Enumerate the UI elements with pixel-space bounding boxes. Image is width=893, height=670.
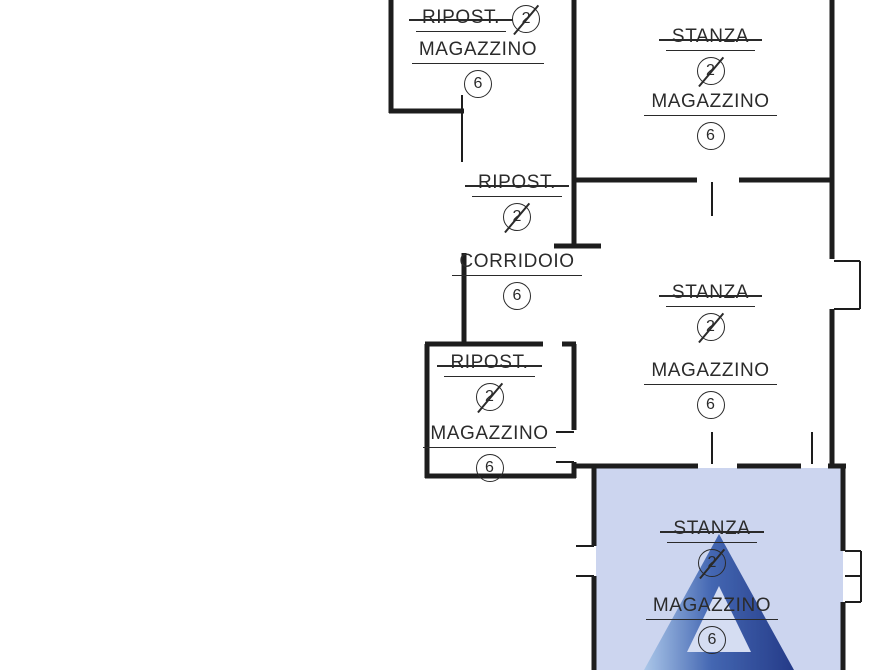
badge-number: 2 — [485, 388, 494, 405]
number-badge: 6 — [503, 282, 531, 310]
number-badge: 6 — [696, 122, 725, 150]
badge-number: 2 — [706, 318, 715, 335]
crossed-number-badge: 2 — [696, 57, 725, 85]
room-new-name: MAGAZZINO — [644, 360, 777, 385]
room-old-name: RIPOST. — [408, 7, 514, 32]
number-badge: 6 — [464, 70, 492, 98]
room-label-lower-left: RIPOST. 2 MAGAZZINO 6 — [412, 352, 567, 482]
room-old-name: STANZA — [660, 518, 764, 543]
walls-layer — [388, 0, 846, 670]
number-badge: 6 — [475, 454, 504, 482]
room-name-row: RIPOST. 2 — [408, 5, 541, 33]
doors-windows-layer — [461, 95, 862, 603]
room-new-name: MAGAZZINO — [644, 91, 777, 116]
room-label-center-right: STANZA 2 MAGAZZINO 6 — [628, 282, 793, 419]
badge-number: 6 — [485, 459, 494, 476]
badge-number: 6 — [706, 127, 715, 144]
badge-number: 6 — [473, 75, 483, 92]
room-new-name: MAGAZZINO — [423, 423, 556, 448]
badge-number: 2 — [512, 208, 522, 225]
crossed-number-badge: 2 — [503, 203, 531, 231]
room-old-name: RIPOST. — [464, 172, 570, 197]
crossed-number-badge: 2 — [475, 383, 504, 411]
room-old-name: STANZA — [658, 282, 763, 307]
room-label-corridor: RIPOST. 2 CORRIDOIO 6 — [452, 172, 582, 310]
badge-number: 2 — [706, 62, 715, 79]
badge-number: 2 — [521, 10, 531, 27]
room-old-name: RIPOST. — [437, 352, 542, 377]
number-badge: 6 — [698, 626, 726, 654]
room-label-bottom-right-highlighted: STANZA 2 MAGAZZINO 6 — [632, 518, 792, 654]
room-old-name: STANZA — [658, 26, 763, 51]
room-new-name: MAGAZZINO — [411, 39, 545, 64]
room-new-name: CORRIDOIO — [452, 251, 582, 276]
crossed-number-badge: 2 — [698, 549, 726, 577]
badge-number: 6 — [512, 287, 522, 304]
badge-number: 2 — [707, 554, 717, 571]
badge-number: 6 — [707, 631, 717, 648]
number-badge: 6 — [696, 391, 725, 419]
crossed-number-badge: 2 — [696, 313, 725, 341]
badge-number: 6 — [706, 396, 715, 413]
room-new-name: MAGAZZINO — [645, 595, 779, 620]
crossed-number-badge: 2 — [512, 5, 541, 33]
room-label-top-right: STANZA 2 MAGAZZINO 6 — [628, 26, 793, 150]
room-label-top-left: RIPOST. 2 MAGAZZINO 6 — [402, 5, 554, 98]
